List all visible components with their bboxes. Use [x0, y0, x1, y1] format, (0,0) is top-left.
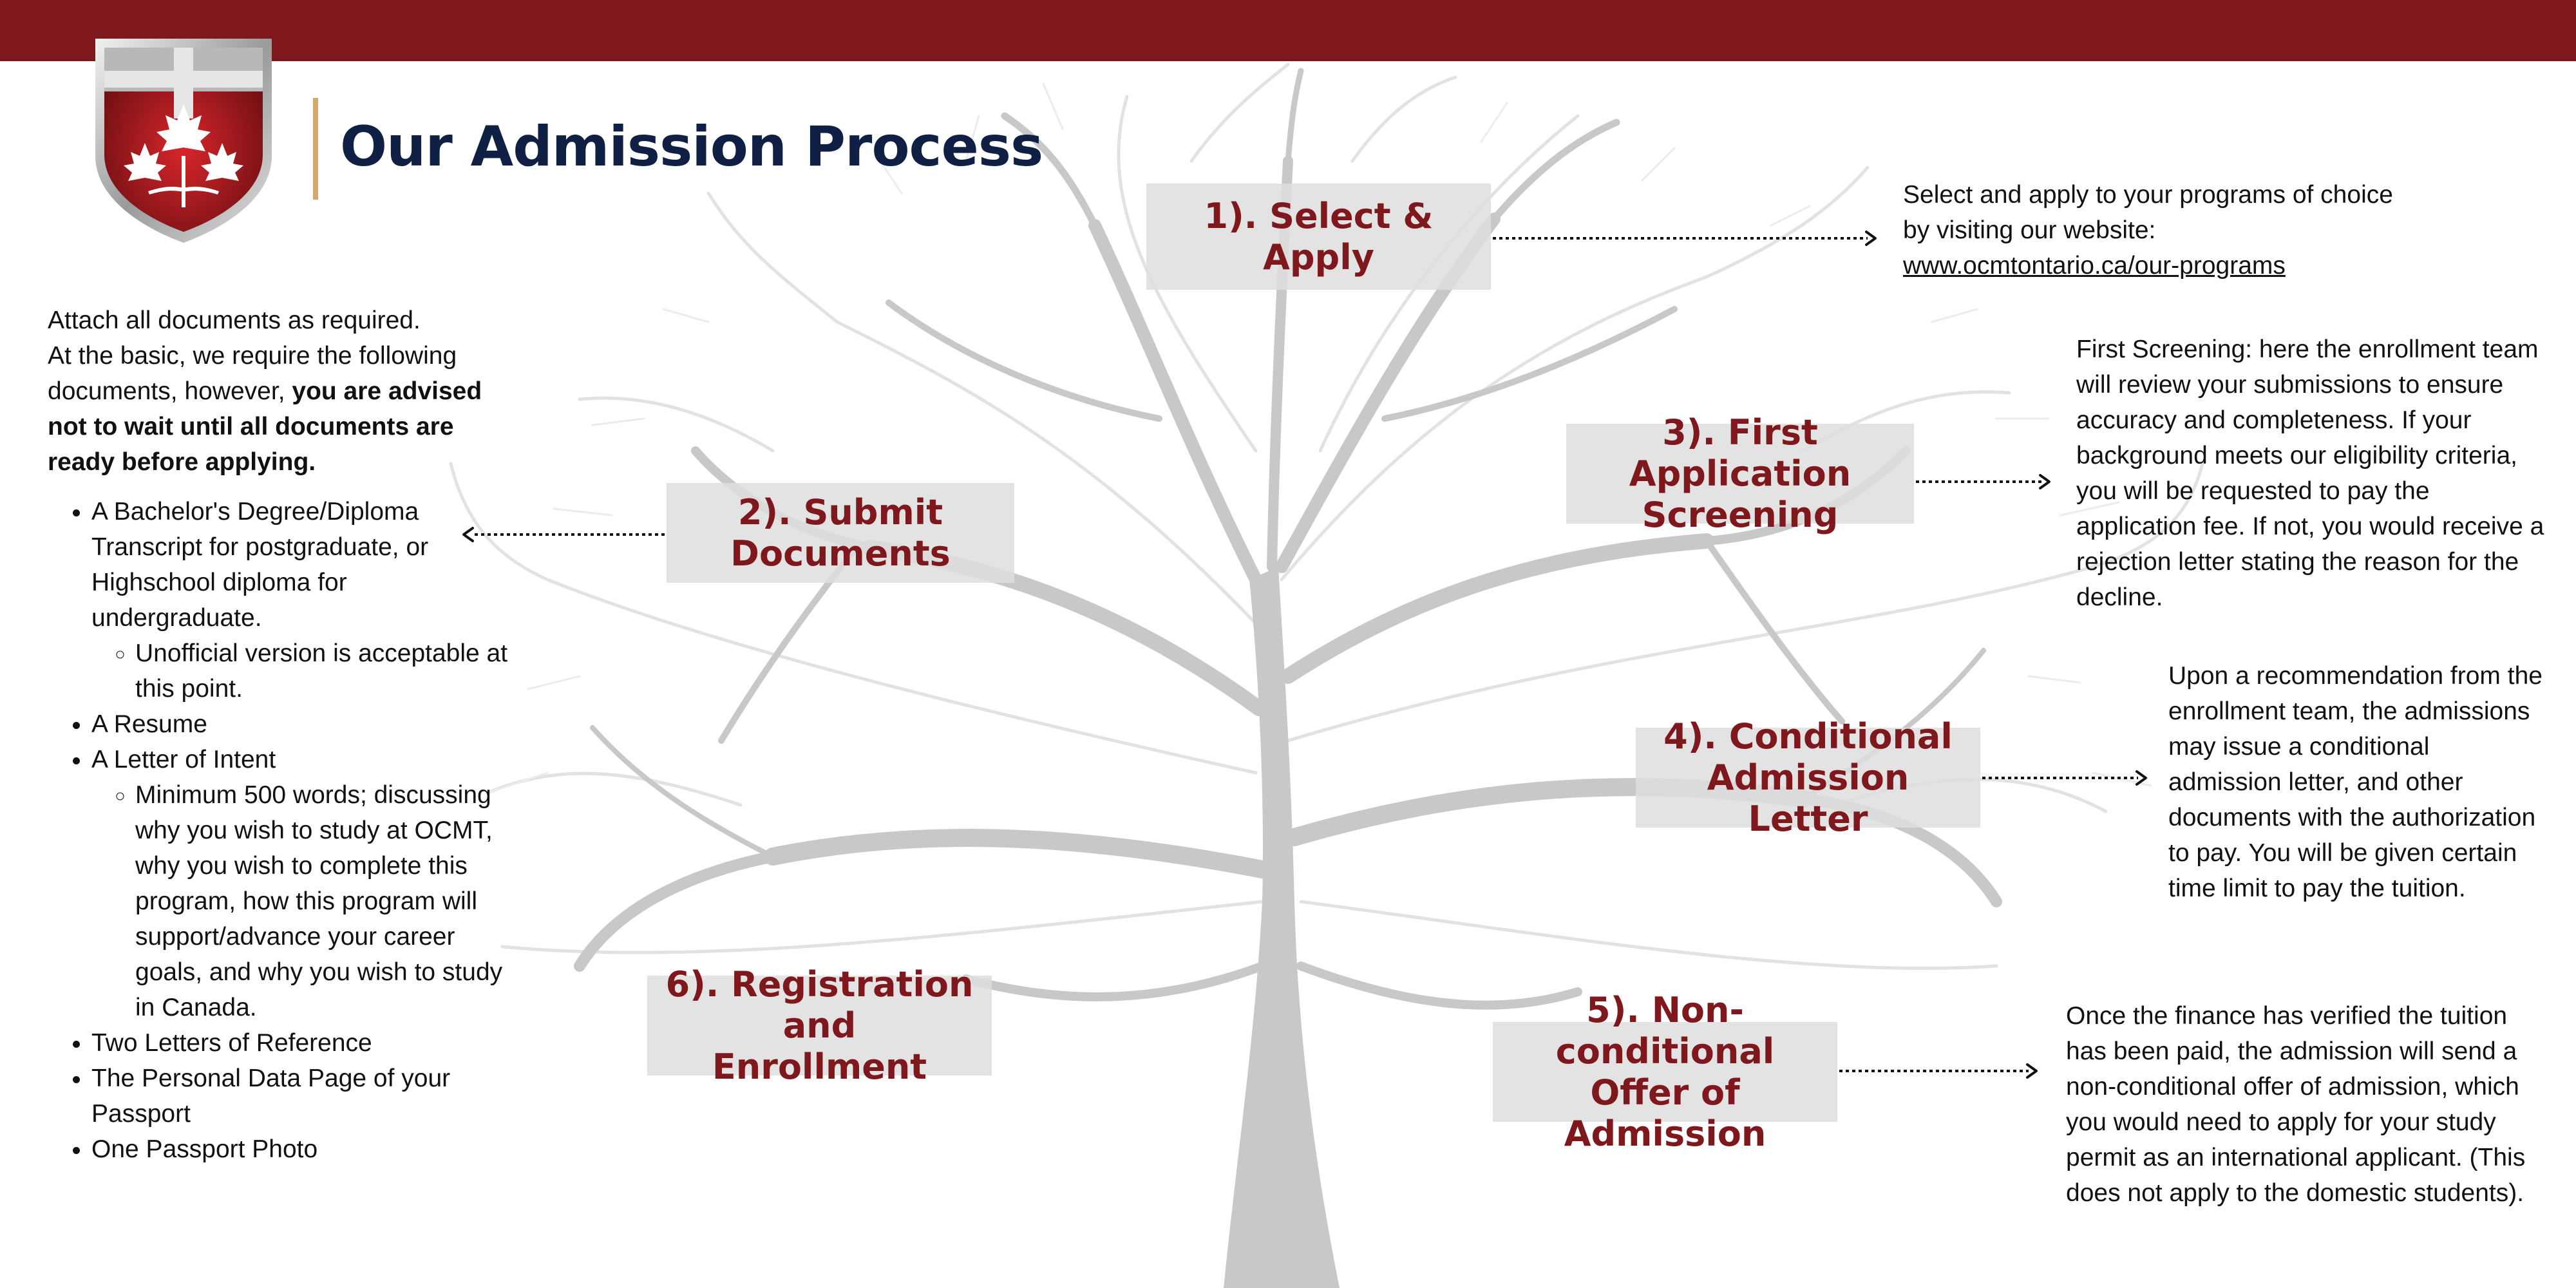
step-1-description: Select and apply to your programs of cho…	[1903, 177, 2450, 283]
step-1-select-apply: 1). Select &Apply	[1146, 184, 1491, 290]
description-text: First Screening: here the enrollment tea…	[2076, 336, 2544, 611]
step-label-line1: 1). Select &	[1204, 195, 1434, 236]
step-label-line2: Documents	[730, 533, 951, 574]
documents-section: Attach all documents as required. At the…	[48, 303, 511, 1167]
step-label-line2: Screening	[1642, 494, 1839, 535]
intro-text: At the basic, we require the following d…	[48, 342, 457, 405]
step-3-description: First Screening: here the enrollment tea…	[2076, 332, 2546, 615]
step-label-line2: Offer of Admission	[1564, 1072, 1766, 1154]
maple-leaf-shield-crest-icon	[95, 39, 272, 243]
step-label-line1: 5). Non-conditional	[1555, 989, 1775, 1072]
description-text: Upon a recommendation from the enrollmen…	[2168, 662, 2543, 902]
intro-advice: you are advised not to wait until all do…	[48, 377, 482, 476]
list-item-text: A Letter of Intent	[91, 746, 276, 773]
step-label-line1: 4). Conditional	[1663, 715, 1953, 757]
description-line: Select and apply to your programs of cho…	[1903, 181, 2393, 209]
step-label-line2: Admission Letter	[1707, 757, 1909, 839]
list-subitem: Minimum 500 words; discussing why you wi…	[135, 777, 511, 1025]
list-item: Two Letters of Reference	[91, 1025, 511, 1061]
list-item-text: A Bachelor's Degree/Diploma Transcript f…	[91, 498, 429, 632]
list-subitem: Unofficial version is acceptable at this…	[135, 636, 511, 706]
step-label-line1: 2). Submit	[737, 491, 943, 533]
step-label-line1: 6). Registration and	[665, 963, 974, 1046]
top-banner	[0, 0, 2576, 61]
intro-line-2: At the basic, we require the following d…	[48, 338, 511, 480]
list-item: A Bachelor's Degree/Diploma Transcript f…	[91, 494, 511, 706]
title-accent-bar	[313, 98, 318, 200]
step-label-line2: Apply	[1263, 236, 1374, 278]
list-item: A Resume	[91, 706, 511, 742]
list-item: One Passport Photo	[91, 1132, 511, 1167]
list-item: A Letter of Intent Minimum 500 words; di…	[91, 742, 511, 1025]
page-title: Our Admission Process	[340, 115, 1043, 179]
step-label-line1: 3). First Application	[1629, 412, 1852, 494]
step-label-line2: Enrollment	[712, 1046, 927, 1087]
step-5-description: Once the finance has verified the tuitio…	[2066, 998, 2536, 1211]
description-text: Once the finance has verified the tuitio…	[2066, 1002, 2526, 1207]
list-item: The Personal Data Page of your Passport	[91, 1061, 511, 1132]
description-line: by visiting our website:	[1903, 216, 2156, 244]
intro-line-1: Attach all documents as required.	[48, 307, 421, 334]
step-4-description: Upon a recommendation from the enrollmen…	[2168, 658, 2548, 906]
programs-link[interactable]: www.ocmtontario.ca/our-programs	[1903, 252, 2286, 279]
documents-list: A Bachelor's Degree/Diploma Transcript f…	[48, 494, 511, 1167]
